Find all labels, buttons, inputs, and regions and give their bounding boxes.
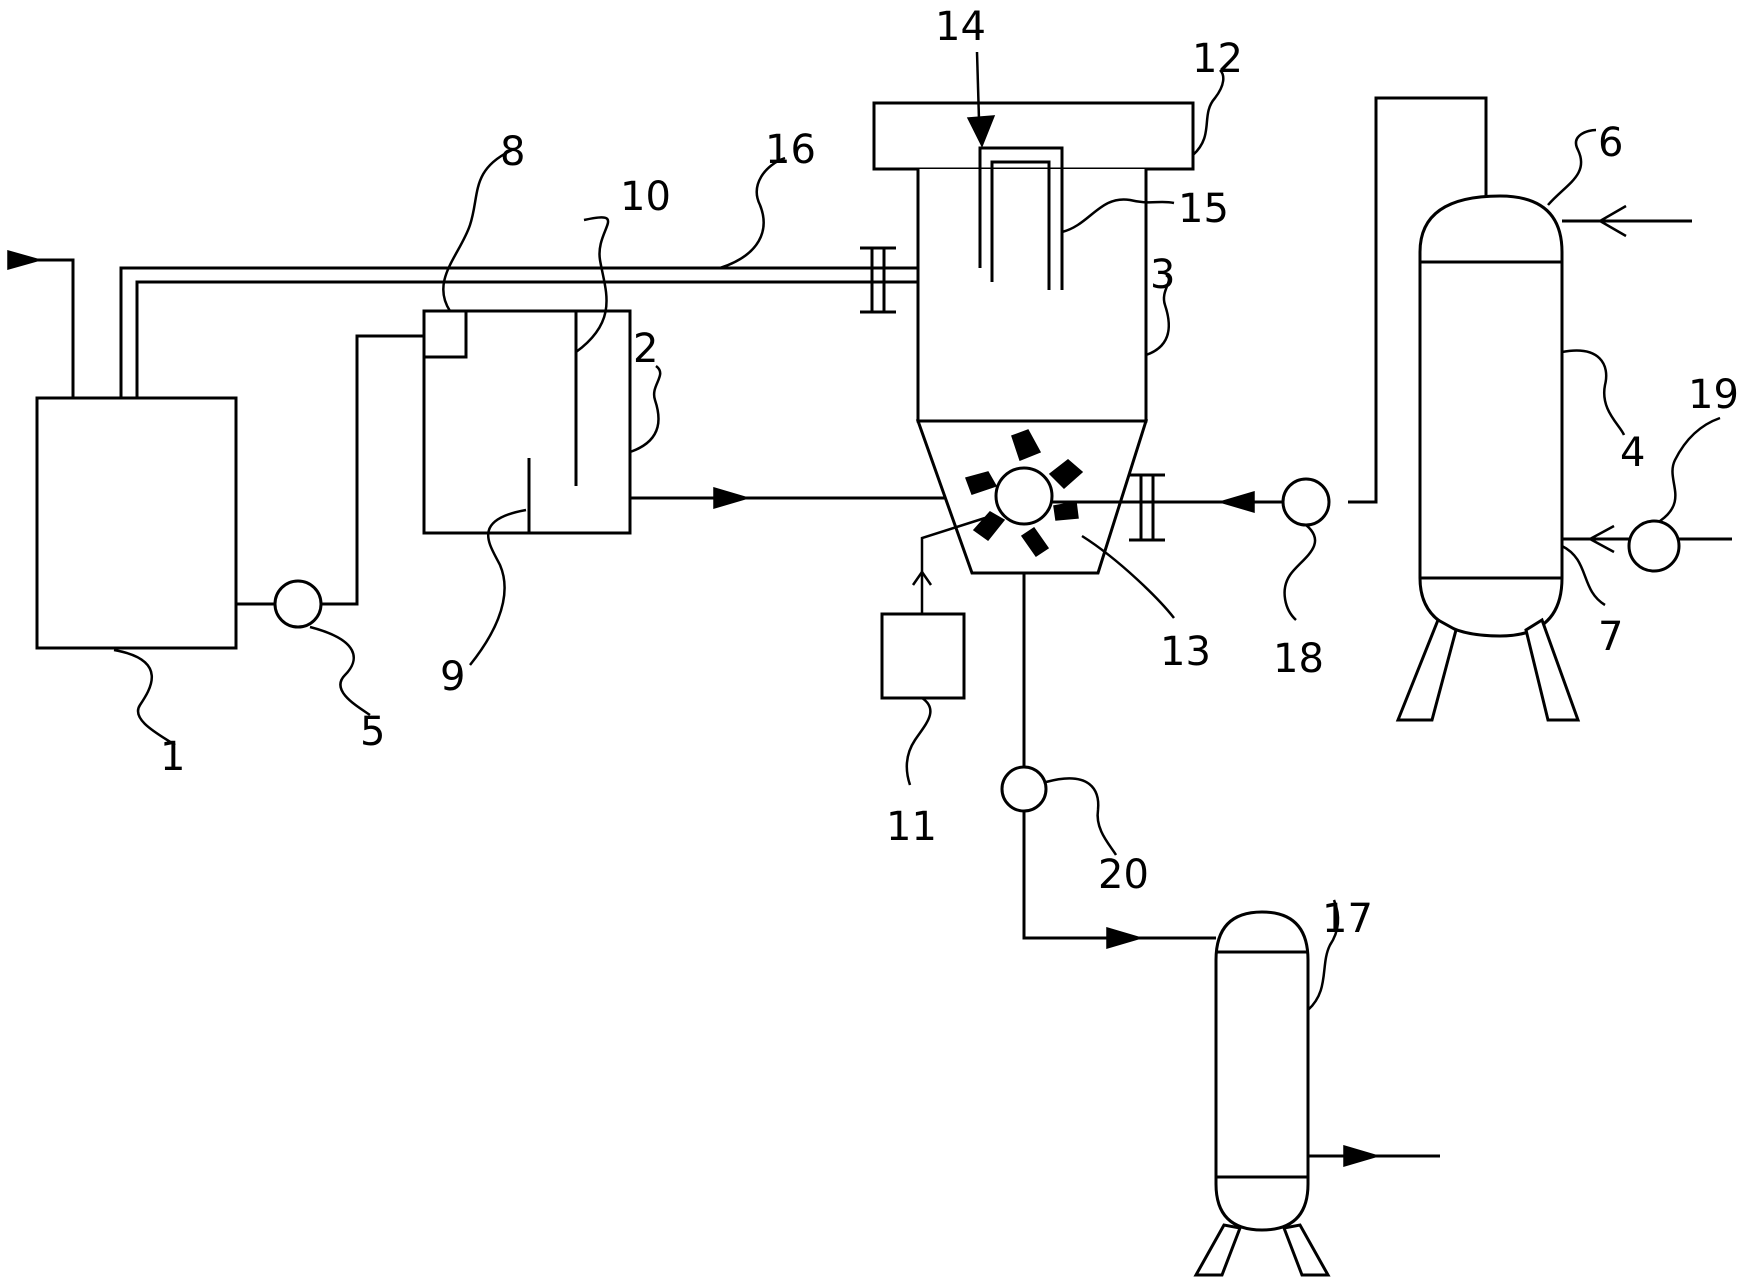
tube-15-inner (990, 160, 1051, 290)
leader-13 (1081, 534, 1175, 619)
leader-15 (1061, 198, 1175, 234)
label-16: 16 (765, 127, 816, 173)
vessel-17-leg-right (1281, 1223, 1331, 1277)
label-18: 18 (1273, 636, 1324, 682)
vent-outlet-arrow (7, 250, 43, 270)
label-11: 11 (886, 804, 937, 850)
rotor-blade (1048, 459, 1084, 490)
label-1: 1 (160, 734, 185, 780)
label-20: 20 (1098, 852, 1149, 898)
rotor-blade (1020, 526, 1050, 558)
label-15: 15 (1178, 186, 1229, 232)
tube-15-outer (978, 146, 1064, 290)
leader-6 (1547, 128, 1597, 206)
label-7: 7 (1598, 614, 1623, 660)
box-11-feed-arrow (911, 569, 933, 586)
rotor-blade (1011, 429, 1042, 461)
pump-19 (1627, 519, 1681, 573)
label-19: 19 (1688, 372, 1738, 418)
rotor-blade (965, 471, 998, 495)
label-17: 17 (1322, 896, 1373, 942)
vessel-17-leg-left (1193, 1223, 1243, 1277)
rotor-hub (994, 466, 1054, 526)
leader-12 (1192, 69, 1225, 156)
leader-1 (113, 648, 176, 747)
vessel-17-outlet-arrow (1343, 1144, 1381, 1168)
column-4-leg-right (1524, 617, 1581, 722)
pump-5 (273, 579, 323, 629)
pump-20-discharge-line (1022, 811, 1216, 940)
leader-8 (442, 148, 513, 312)
label-5: 5 (360, 709, 385, 755)
column-4-leg-left (1395, 617, 1458, 722)
column-top-outlet-line (1348, 96, 1488, 504)
tank-1 (35, 396, 238, 650)
flow-arrow-to-reactor (713, 486, 751, 510)
leader-2 (629, 365, 662, 454)
leader-9 (469, 508, 527, 666)
tank-1-vent-line (10, 258, 75, 398)
leader-4 (1561, 349, 1626, 436)
leader-14-arrow (966, 115, 996, 148)
vessel-17 (1214, 910, 1310, 1232)
label-9: 9 (440, 654, 465, 700)
reactor-3 (916, 169, 1148, 423)
label-13: 13 (1160, 629, 1211, 675)
rotor-blade (972, 511, 1006, 542)
leader-14 (975, 51, 981, 121)
leader-10 (575, 216, 610, 354)
label-8: 8 (500, 129, 525, 175)
label-12: 12 (1192, 36, 1243, 82)
leader-18 (1283, 524, 1317, 621)
pump-5-discharge-line (321, 334, 424, 606)
top-plate-12 (872, 101, 1195, 171)
tank-2 (422, 309, 632, 535)
label-3: 3 (1150, 252, 1175, 298)
label-4: 4 (1620, 430, 1645, 476)
label-2: 2 (633, 326, 658, 372)
leader-7 (1561, 544, 1606, 607)
leader-5 (309, 625, 371, 717)
leader-19 (1659, 416, 1721, 523)
leader-3 (1145, 273, 1171, 357)
leader-17 (1307, 899, 1340, 1011)
component-8 (422, 309, 468, 359)
flow-arrow-from-pump-18 (1217, 490, 1255, 514)
flow-arrow-to-vessel (1106, 926, 1144, 950)
rotor-blade (1053, 501, 1079, 521)
leader-16 (719, 156, 786, 270)
leader-20 (1045, 777, 1118, 856)
label-6: 6 (1598, 120, 1623, 166)
box-11-feed-line (920, 516, 986, 614)
pump-20 (1000, 765, 1048, 813)
rotor-13 (965, 429, 1084, 558)
label-14: 14 (935, 4, 986, 50)
label-10: 10 (620, 174, 671, 220)
box-11 (880, 612, 966, 700)
inlet-7-arrow (1587, 524, 1615, 554)
inlet-6-arrow (1597, 204, 1627, 238)
pump-18 (1281, 477, 1331, 527)
leader-11 (905, 696, 932, 786)
